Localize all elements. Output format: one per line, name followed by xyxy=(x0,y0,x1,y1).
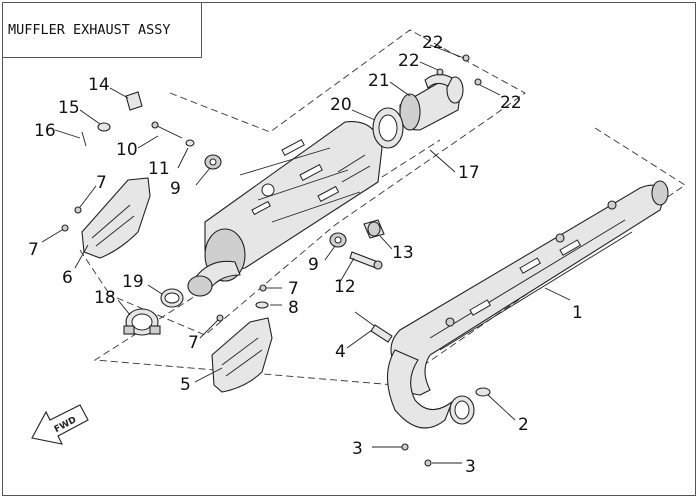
exhaust-clamp xyxy=(123,308,161,336)
bolt-7b xyxy=(61,224,69,232)
callout-17: 17 xyxy=(458,163,480,183)
callout-7-lower: 7 xyxy=(188,333,199,353)
exhaust-header-pipe xyxy=(387,180,669,429)
callout-12: 12 xyxy=(334,277,356,297)
grommet-lower xyxy=(329,232,347,248)
heat-shield-lower xyxy=(211,317,273,393)
exhaust-gasket-2 xyxy=(475,387,491,397)
heat-shield-left xyxy=(81,177,151,259)
leader-lines xyxy=(41,44,571,464)
callout-11: 11 xyxy=(148,159,170,179)
nut-22c xyxy=(474,78,482,86)
callout-10: 10 xyxy=(116,140,138,160)
bushing xyxy=(363,219,385,239)
title-box: MUFFLER EXHAUST ASSY xyxy=(2,2,202,58)
bracket-14 xyxy=(125,91,143,111)
bolt-7a xyxy=(74,206,82,214)
callout-6: 6 xyxy=(62,268,73,288)
callout-4: 4 xyxy=(335,342,346,362)
callout-3-lower: 3 xyxy=(465,457,476,477)
callout-2: 2 xyxy=(518,415,529,435)
long-bolt xyxy=(151,121,195,147)
inlet-gasket-ring xyxy=(160,288,184,308)
callout-20: 20 xyxy=(330,95,352,115)
group-divider xyxy=(79,249,111,296)
washer-15 xyxy=(97,122,111,132)
diagram-title: MUFFLER EXHAUST ASSY xyxy=(8,21,171,38)
pin-16 xyxy=(81,131,87,147)
tail-pipe xyxy=(399,73,464,131)
callout-19: 19 xyxy=(122,272,144,292)
front-direction-arrow: FWD xyxy=(31,404,89,445)
callout-7-left: 7 xyxy=(28,240,39,260)
grommet-upper xyxy=(204,154,222,170)
nut-22a xyxy=(436,68,444,76)
outlet-gasket xyxy=(372,107,404,149)
callout-9-lower: 9 xyxy=(308,255,319,275)
callout-5: 5 xyxy=(180,375,191,395)
callout-22-top: 22 xyxy=(422,33,444,53)
callout-15: 15 xyxy=(58,98,80,118)
washer-8 xyxy=(255,301,269,309)
bolt-7d xyxy=(216,314,224,322)
callout-21: 21 xyxy=(368,71,390,91)
mounting-bolt xyxy=(349,251,383,270)
callout-9-upper: 9 xyxy=(170,179,181,199)
muffler-inlet-pipe xyxy=(187,260,241,297)
bolt-7c xyxy=(259,284,267,292)
callout-3-upper: 3 xyxy=(352,439,363,459)
callout-22-mid: 22 xyxy=(398,51,420,71)
callout-8: 8 xyxy=(288,298,299,318)
oxygen-sensor xyxy=(354,311,393,343)
callout-14: 14 xyxy=(88,75,110,95)
nut-3b xyxy=(424,459,432,467)
muffler-group-outline xyxy=(109,29,526,336)
callout-7-top: 7 xyxy=(96,173,107,193)
callout-22-right: 22 xyxy=(500,93,522,113)
callout-7-mid: 7 xyxy=(288,279,299,299)
pipe-group-outline xyxy=(93,127,686,386)
nut-3a xyxy=(401,443,409,451)
callout-1: 1 xyxy=(572,303,583,323)
callout-16: 16 xyxy=(34,121,56,141)
callout-18: 18 xyxy=(94,288,116,308)
callout-13: 13 xyxy=(392,243,414,263)
diagram-frame xyxy=(2,2,696,496)
